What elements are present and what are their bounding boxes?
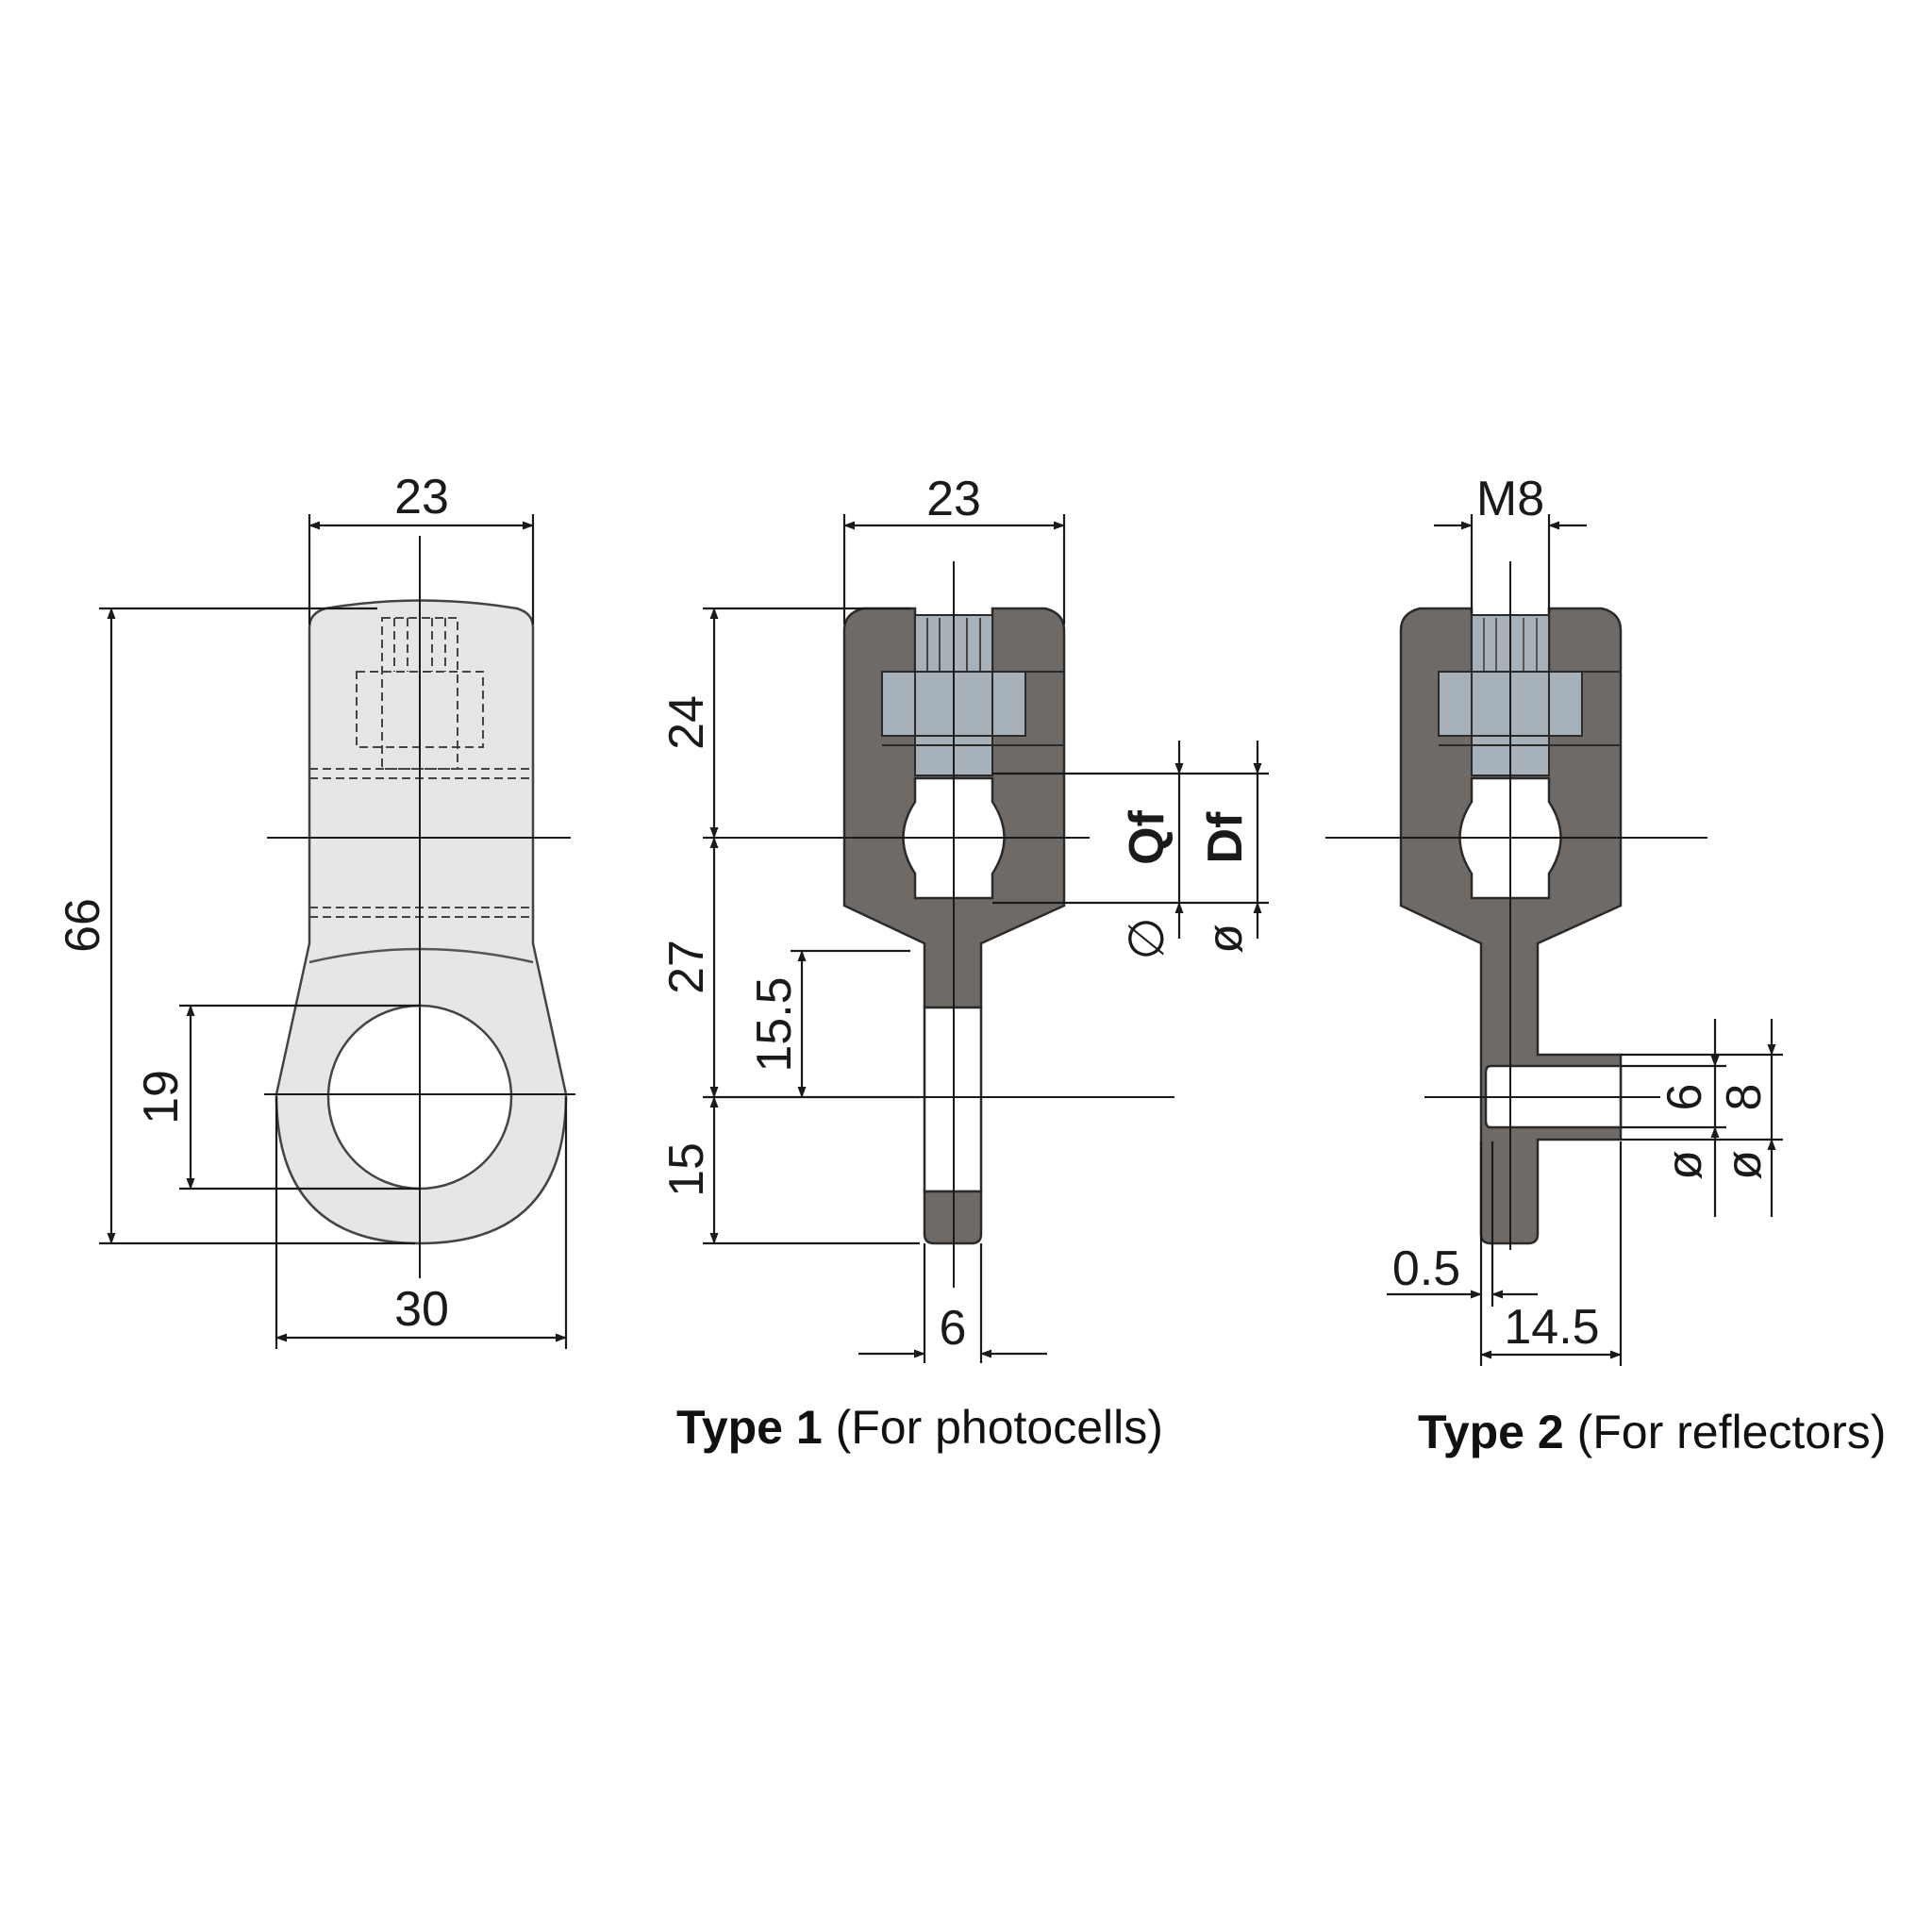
type2-view: M8 6 ø 8 ø 0.5 14.5 Type 2 (For reflecto…: [1325, 472, 1886, 1458]
label-type1-df: Df: [1198, 811, 1253, 864]
caption-type2: Type 2 (For reflectors): [1418, 1406, 1886, 1458]
dim-type1-upper: 24: [659, 695, 714, 750]
caption-type1-bold: Type 1: [676, 1401, 823, 1454]
label-type1-qf: Qf: [1120, 809, 1174, 864]
dim-front-width-top: 23: [394, 470, 449, 525]
dim-type2-pin-length: 14.5: [1504, 1300, 1599, 1355]
dim-type2-pin-inner: 6: [1657, 1084, 1712, 1111]
front-view: 23 66 19 30: [56, 470, 575, 1349]
dim-type1-width-top: 23: [926, 472, 981, 526]
dim-type2-pin-inner-symbol: ø: [1657, 1150, 1712, 1180]
caption-type2-rest: (For reflectors): [1564, 1406, 1887, 1458]
dim-front-width-bottom: 30: [394, 1282, 449, 1337]
dim-type1-middle: 27: [659, 940, 714, 994]
dim-type1-lower: 15: [659, 1142, 714, 1197]
dim-type1-rod-width: 6: [940, 1301, 967, 1356]
dim-type2-pin-outer: 8: [1717, 1084, 1772, 1111]
caption-type1: Type 1 (For photocells): [676, 1401, 1163, 1454]
caption-type2-bold: Type 2: [1418, 1406, 1564, 1458]
label-type1-qf-symbol: ∅: [1120, 917, 1174, 959]
caption-type1-rest: (For photocells): [823, 1401, 1163, 1454]
type1-view: 23 24 27 15 15.5 6 Qf ∅ Df ø: [659, 472, 1269, 1454]
dim-type1-offset: 15.5: [747, 976, 802, 1072]
dim-type2-gap: 0.5: [1392, 1241, 1460, 1296]
dim-front-hole: 19: [134, 1070, 189, 1124]
dim-type2-thread: M8: [1476, 472, 1544, 526]
dim-front-height: 66: [56, 898, 110, 953]
dim-type2-pin-outer-symbol: ø: [1717, 1150, 1772, 1180]
label-type1-df-symbol: ø: [1198, 924, 1253, 954]
